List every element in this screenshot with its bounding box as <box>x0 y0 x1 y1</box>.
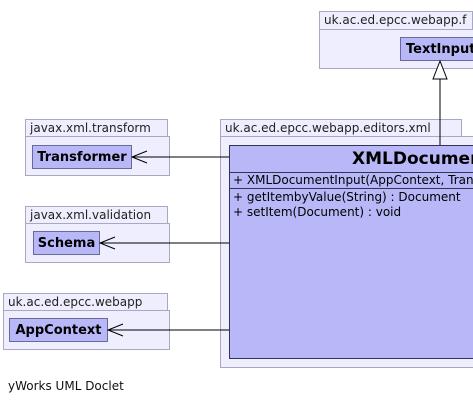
dependency-arrow-transformer <box>130 150 229 164</box>
class-xml-document-input: XMLDocumen + XMLDocumentInput(AppContext… <box>229 145 473 359</box>
package-tab-validation: javax.xml.validation <box>25 206 168 224</box>
constructor-xml-document-input: + XMLDocumentInput(AppContext, Tran <box>233 173 473 187</box>
class-app-context: AppContext <box>9 318 108 342</box>
package-tab-editors-xml: uk.ac.ed.epcc.webapp.editors.xml <box>220 119 462 137</box>
package-tab-transform: javax.xml.transform <box>25 119 168 137</box>
class-xml-document-input-name: XMLDocumen <box>352 149 473 169</box>
package-tab-webapp: uk.ac.ed.epcc.webapp <box>3 293 168 311</box>
realization-arrow-text-input <box>432 59 448 145</box>
class-transformer: Transformer <box>32 145 132 169</box>
dependency-arrow-app-context <box>106 323 229 337</box>
method-get-item-by-value: + getItembyValue(String) : Document <box>233 190 461 204</box>
class-text-input: TextInput <box>400 37 473 61</box>
footer-credit: yWorks UML Doclet <box>8 379 124 393</box>
package-tab-formats: uk.ac.ed.epcc.webapp.f <box>319 11 473 29</box>
dependency-arrow-schema <box>98 236 229 250</box>
method-section: + getItembyValue(String) : Document + se… <box>230 188 473 220</box>
constructor-section: + XMLDocumentInput(AppContext, Tran <box>230 172 473 188</box>
method-set-item: + setItem(Document) : void <box>233 205 402 219</box>
